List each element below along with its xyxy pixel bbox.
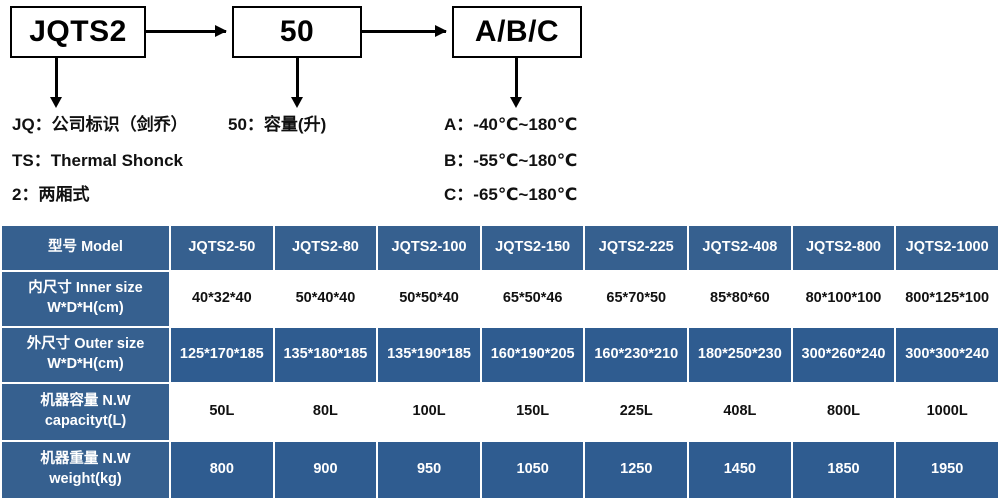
- row-label-capacity: 机器容量 N.W capacityt(L): [2, 384, 170, 440]
- cell-outer-size-6: 180*250*230: [689, 328, 791, 382]
- table-row-capacity: 机器容量 N.W capacityt(L) 50L 80L 100L 150L …: [2, 384, 998, 440]
- row-label-line1: 内尺寸 Inner size: [28, 280, 143, 297]
- cell-capacity-6: 408L: [689, 384, 791, 440]
- cell-capacity-2: 80L: [274, 384, 377, 440]
- header-model-2: JQTS2-80: [274, 226, 377, 270]
- cell-weight-8: 1950: [896, 442, 998, 498]
- header-model-8: JQTS2-1000: [896, 226, 998, 270]
- legend-ts: TS：Thermal Shonck: [12, 151, 183, 170]
- cell-outer-size-8: 300*300*240: [896, 328, 998, 382]
- legend-capacity: 50：容量(升): [228, 115, 327, 134]
- specification-table: 型号 Model JQTS2-50 JQTS2-80 JQTS2-100 JQT…: [0, 224, 1000, 500]
- legend-jq: JQ：公司标识（剑乔）: [12, 115, 188, 134]
- header-model-7: JQTS2-800: [792, 226, 895, 270]
- arrow-right-icon: [146, 25, 227, 36]
- cell-outer-size-1: 125*170*185: [171, 328, 273, 382]
- cell-weight-4: 1050: [481, 442, 584, 498]
- row-label-line1: 机器容量 N.W: [40, 393, 131, 410]
- cell-weight-7: 1850: [792, 442, 895, 498]
- cell-outer-size-2: 135*180*185: [274, 328, 377, 382]
- row-label-line1: 外尺寸 Outer size: [26, 336, 145, 353]
- cell-weight-6: 1450: [689, 442, 791, 498]
- header-model-5: JQTS2-225: [585, 226, 688, 270]
- cell-capacity-5: 225L: [585, 384, 688, 440]
- cell-outer-size-3: 135*190*185: [378, 328, 480, 382]
- legend-temp-a: A：-40℃~180℃: [444, 115, 578, 134]
- cell-inner-size-3: 50*50*40: [378, 272, 480, 326]
- cell-capacity-4: 150L: [481, 384, 584, 440]
- code-box-temperature: A/B/C: [452, 6, 582, 58]
- code-box-model: JQTS2: [10, 6, 146, 58]
- header-model-4: JQTS2-150: [481, 226, 584, 270]
- cell-inner-size-2: 50*40*40: [274, 272, 377, 326]
- legend-temp-b: B：-55℃~180℃: [444, 151, 578, 170]
- cell-capacity-3: 100L: [378, 384, 480, 440]
- cell-inner-size-6: 85*80*60: [689, 272, 791, 326]
- row-label-weight: 机器重量 N.W weight(kg): [2, 442, 170, 498]
- cell-outer-size-7: 300*260*240: [792, 328, 895, 382]
- cell-inner-size-4: 65*50*46: [481, 272, 584, 326]
- arrow-right-icon: [362, 25, 447, 36]
- code-box-volume: 50: [232, 6, 362, 58]
- row-label-line1: 机器重量 N.W: [40, 451, 131, 468]
- cell-weight-2: 900: [274, 442, 377, 498]
- cell-inner-size-1: 40*32*40: [171, 272, 273, 326]
- table-row-weight: 机器重量 N.W weight(kg) 800 900 950 1050 125…: [2, 442, 998, 498]
- cell-inner-size-7: 80*100*100: [792, 272, 895, 326]
- arrow-down-icon: [510, 58, 521, 108]
- cell-capacity-7: 800L: [792, 384, 895, 440]
- header-model-3: JQTS2-100: [378, 226, 480, 270]
- row-label-outer-size: 外尺寸 Outer size W*D*H(cm): [2, 328, 170, 382]
- table-row-outer-size: 外尺寸 Outer size W*D*H(cm) 125*170*185 135…: [2, 328, 998, 382]
- cell-inner-size-8: 800*125*100: [896, 272, 998, 326]
- row-label-line2: W*D*H(cm): [47, 300, 124, 316]
- table-header-row: 型号 Model JQTS2-50 JQTS2-80 JQTS2-100 JQT…: [2, 226, 998, 270]
- cell-weight-1: 800: [171, 442, 273, 498]
- legend-temp-c: C：-65℃~180℃: [444, 185, 578, 204]
- header-model-6: JQTS2-408: [689, 226, 791, 270]
- table-row-inner-size: 内尺寸 Inner size W*D*H(cm) 40*32*40 50*40*…: [2, 272, 998, 326]
- cell-inner-size-5: 65*70*50: [585, 272, 688, 326]
- cell-outer-size-5: 160*230*210: [585, 328, 688, 382]
- cell-capacity-1: 50L: [171, 384, 273, 440]
- cell-capacity-8: 1000L: [896, 384, 998, 440]
- row-label-line2: capacityt(L): [44, 413, 127, 429]
- arrow-down-icon: [291, 58, 302, 108]
- row-label-line2: W*D*H(cm): [47, 356, 124, 372]
- header-label-model: 型号 Model: [2, 226, 170, 270]
- cell-outer-size-4: 160*190*205: [481, 328, 584, 382]
- row-label-line2: weight(kg): [49, 471, 122, 487]
- legend-two-chamber: 2：两厢式: [12, 185, 90, 204]
- header-model-1: JQTS2-50: [171, 226, 273, 270]
- cell-weight-5: 1250: [585, 442, 688, 498]
- arrow-down-icon: [50, 58, 61, 108]
- model-naming-diagram: JQTS2 50 A/B/C JQ：公司标识（剑乔） TS：Thermal Sh…: [0, 0, 1000, 212]
- cell-weight-3: 950: [378, 442, 480, 498]
- row-label-inner-size: 内尺寸 Inner size W*D*H(cm): [2, 272, 170, 326]
